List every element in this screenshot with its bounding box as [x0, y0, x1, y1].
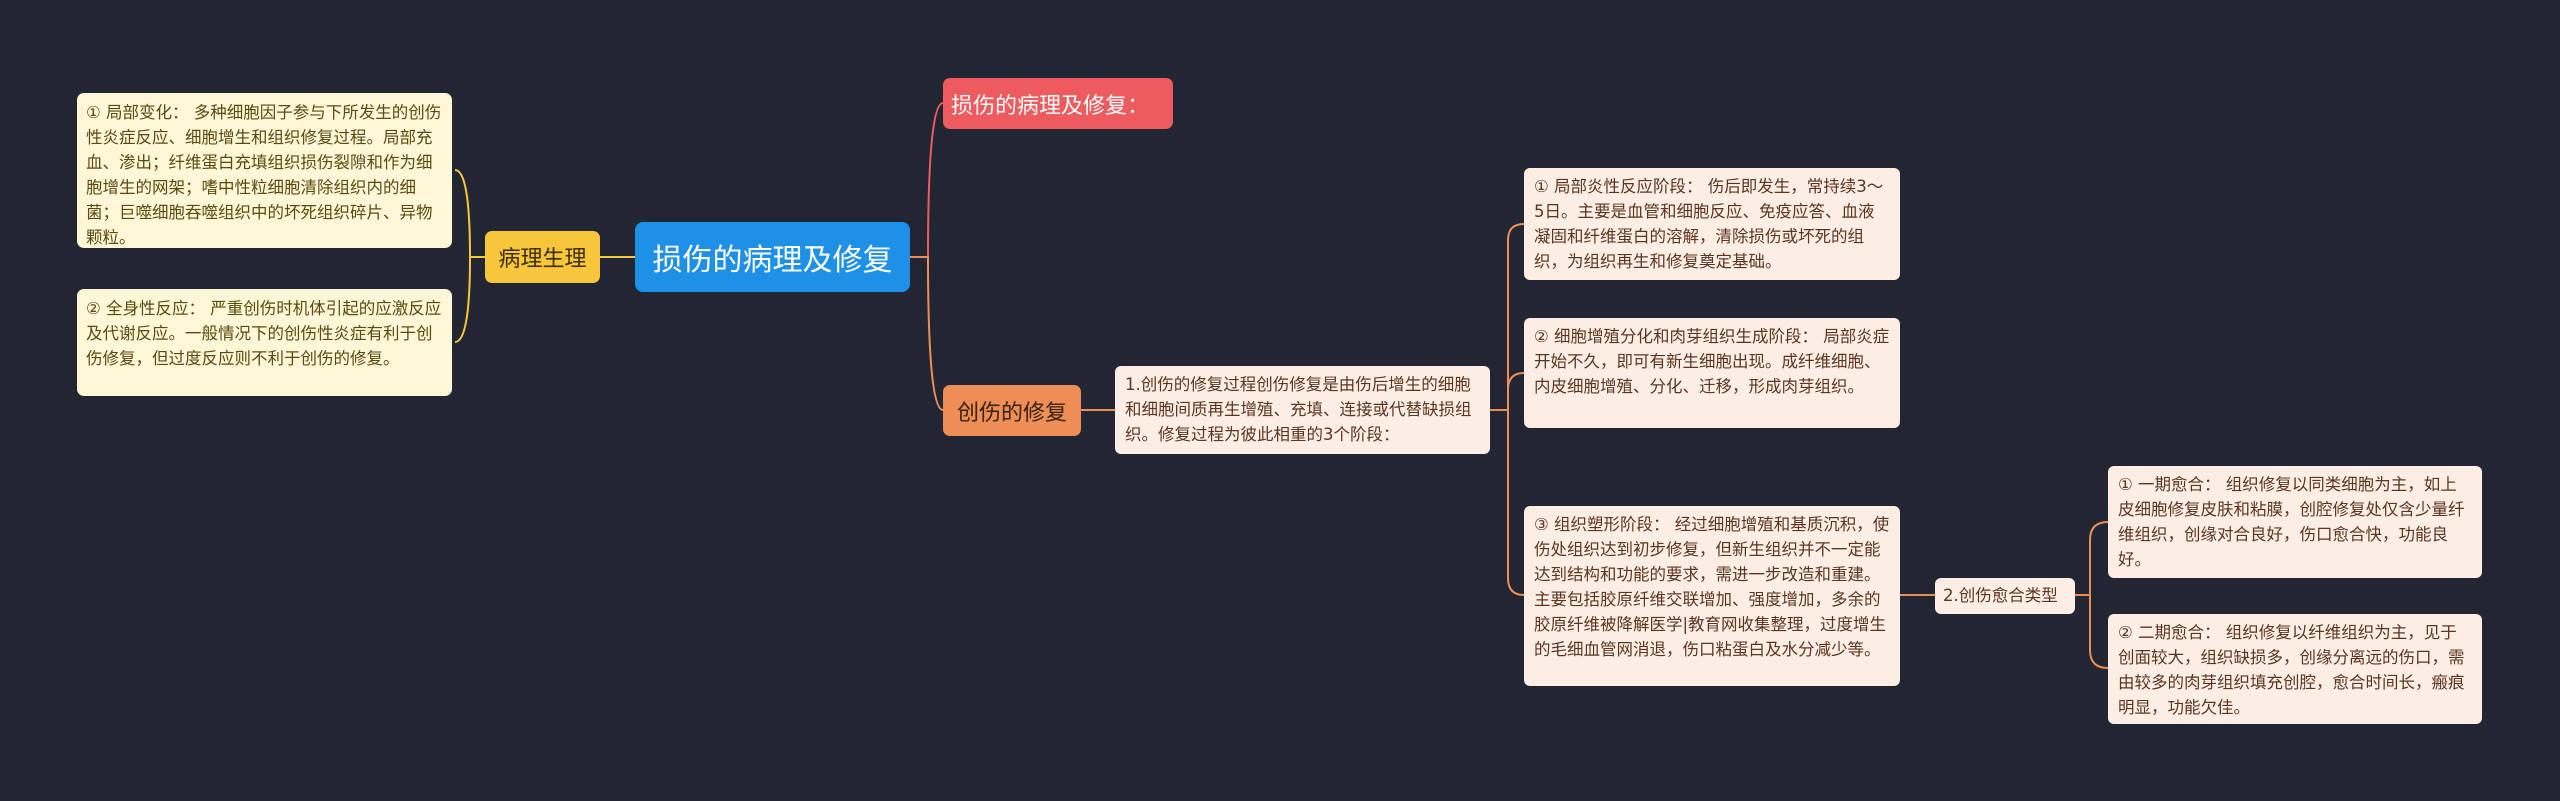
link-physiology-item2 [454, 256, 485, 343]
link-process-stage1 [1490, 223, 1525, 411]
link-healing-item1 [2075, 521, 2109, 596]
healing-types[interactable]: 2.创伤愈合类型 [1935, 578, 2075, 614]
branch-wound-repair[interactable]: 创伤的修复 [943, 385, 1081, 436]
link-healing-item2 [2075, 594, 2109, 669]
link-physiology-item1 [454, 169, 485, 258]
link-root-wound-repair [910, 256, 944, 411]
branch-pathology-repair[interactable]: 损伤的病理及修复： [943, 78, 1173, 129]
link-process-stage2 [1490, 372, 1525, 411]
repair-process[interactable]: 1.创伤的修复过程创伤修复是由伤后增生的细胞和细胞间质再生增殖、充填、连接或代替… [1115, 366, 1490, 454]
healing-secondary[interactable]: ② 二期愈合： 组织修复以纤维组织为主，见于创面较大，组织缺损多，创缘分离远的伤… [2108, 614, 2482, 724]
healing-primary[interactable]: ① 一期愈合： 组织修复以同类细胞为主，如上皮细胞修复皮肤和粘膜，创腔修复处仅含… [2108, 466, 2482, 578]
link-root-pathology [910, 102, 944, 258]
repair-stage-remodeling[interactable]: ③ 组织塑形阶段： 经过细胞增殖和基质沉积，使伤处组织达到初步修复，但新生组织并… [1524, 506, 1900, 686]
link-process-stage3 [1490, 409, 1525, 596]
physiology-local-change[interactable]: ① 局部变化： 多种细胞因子参与下所发生的创伤性炎症反应、细胞增生和组织修复过程… [77, 93, 452, 248]
root-topic[interactable]: 损伤的病理及修复 [635, 222, 910, 292]
repair-stage-inflammation[interactable]: ① 局部炎性反应阶段： 伤后即发生，常持续3～5日。主要是血管和细胞反应、免疫应… [1524, 168, 1900, 280]
branch-physiology[interactable]: 病理生理 [485, 231, 600, 283]
physiology-systemic-reaction[interactable]: ② 全身性反应： 严重创伤时机体引起的应激反应及代谢反应。一般情况下的创伤性炎症… [77, 289, 452, 396]
repair-stage-proliferation[interactable]: ② 细胞增殖分化和肉芽组织生成阶段： 局部炎症开始不久，即可有新生细胞出现。成纤… [1524, 318, 1900, 428]
